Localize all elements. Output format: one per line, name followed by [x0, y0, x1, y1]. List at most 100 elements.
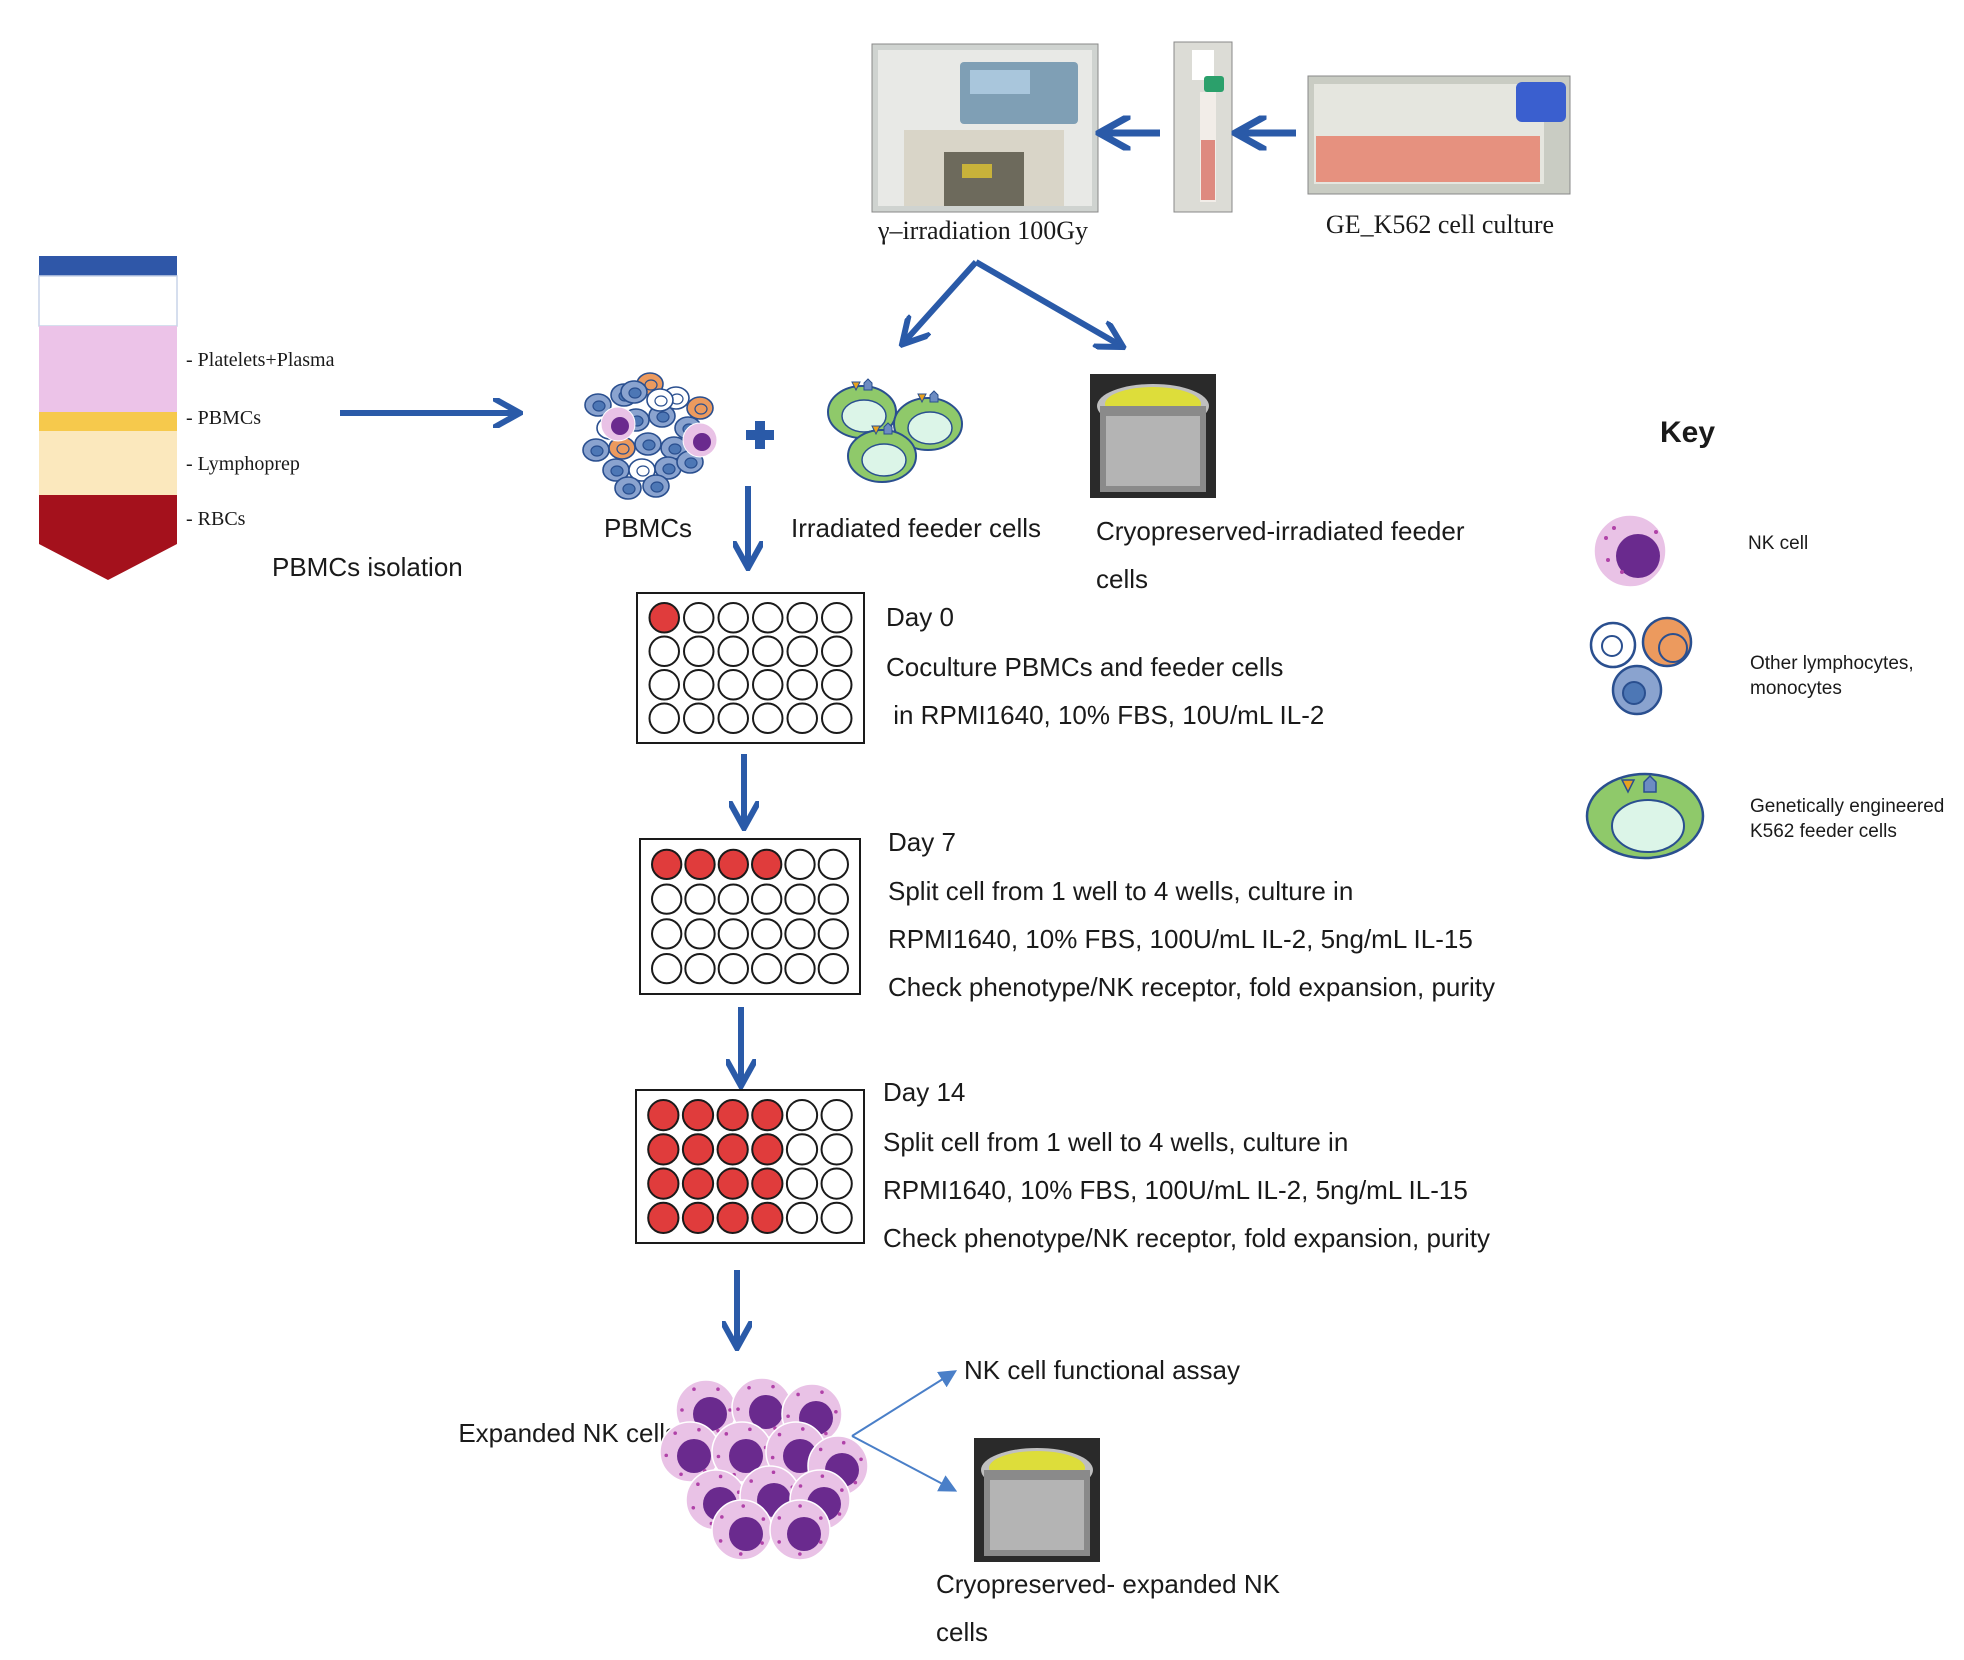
- well-filled: [684, 848, 716, 881]
- well-empty: [684, 918, 716, 950]
- well-filled: [681, 1099, 715, 1132]
- well-empty: [684, 883, 716, 915]
- well-empty: [821, 669, 853, 701]
- well-empty: [648, 669, 680, 701]
- well-filled: [647, 1133, 680, 1166]
- key-nk-cell-icon: [1593, 514, 1667, 588]
- cryo-expanded-label-line1: Cryopreserved- expanded NK: [936, 1569, 1281, 1599]
- well-empty: [820, 1167, 853, 1200]
- step-day14-line2: RPMI1640, 10% FBS, 100U/mL IL-2, 5ng/mL …: [883, 1175, 1468, 1205]
- well-filled: [681, 1201, 715, 1234]
- well-empty: [817, 883, 849, 915]
- well-filled: [681, 1167, 715, 1200]
- well-empty: [785, 1167, 819, 1200]
- well-empty: [684, 952, 716, 985]
- cryo-feeder-photo: [1090, 374, 1216, 498]
- arrow-to-feeder-cells: [906, 259, 979, 340]
- irradiation-label: γ–irradiation 100Gy: [877, 216, 1088, 245]
- well-empty: [683, 602, 715, 634]
- well-empty: [821, 635, 853, 667]
- well-empty: [717, 602, 749, 634]
- plus-icon: [746, 421, 774, 449]
- well-empty: [717, 883, 749, 915]
- well-empty: [785, 1133, 819, 1166]
- well-empty: [752, 635, 784, 667]
- well-empty: [817, 848, 849, 881]
- well-empty: [821, 702, 853, 734]
- well-empty: [817, 952, 849, 985]
- well-empty: [784, 918, 816, 950]
- step-day14-line3: Check phenotype/NK receptor, fold expans…: [883, 1223, 1490, 1253]
- well-empty: [784, 883, 816, 915]
- well-empty: [784, 848, 816, 881]
- well-filled: [647, 1201, 680, 1234]
- well-empty: [683, 635, 715, 667]
- feeder-cells-label: Irradiated feeder cells: [791, 513, 1041, 543]
- well-empty: [717, 952, 749, 985]
- well-filled: [716, 1099, 749, 1132]
- step-day7-title: Day 7: [888, 827, 956, 857]
- culture-flask-photo: [1307, 75, 1571, 195]
- well-empty: [751, 952, 783, 985]
- well-filled: [681, 1133, 715, 1166]
- well-empty: [821, 602, 853, 634]
- key-other-lymphocytes-label-2: monocytes: [1750, 678, 1842, 699]
- cryo-feeder-label-line1: Cryopreserved-irradiated feeder: [1096, 516, 1465, 546]
- density-gradient-tube: [38, 256, 178, 580]
- well-empty: [651, 952, 683, 985]
- key-title: Key: [1660, 416, 1715, 449]
- step-day7-line2: RPMI1640, 10% FBS, 100U/mL IL-2, 5ng/mL …: [888, 924, 1473, 954]
- well-plate-day-0: [636, 592, 865, 744]
- step-day14-line1: Split cell from 1 well to 4 wells, cultu…: [883, 1127, 1348, 1157]
- pbmc-cluster-illustration: [582, 372, 718, 500]
- well-empty: [717, 702, 749, 734]
- step-day0-title: Day 0: [886, 602, 954, 632]
- well-empty: [784, 952, 816, 985]
- well-empty: [820, 1133, 853, 1166]
- well-filled: [717, 848, 749, 881]
- well-empty: [752, 602, 784, 634]
- well-plate-day-14: [635, 1089, 865, 1244]
- well-empty: [751, 918, 783, 950]
- well-empty: [820, 1099, 853, 1132]
- well-empty: [648, 702, 680, 734]
- feeder-cells-illustration: [827, 378, 963, 483]
- well-filled: [751, 1099, 784, 1132]
- well-empty: [648, 635, 680, 667]
- arrow-to-cryo-expanded: [851, 1435, 958, 1492]
- tube-photo: [1173, 41, 1233, 213]
- well-filled: [651, 848, 683, 881]
- well-filled: [716, 1201, 749, 1234]
- well-filled: [751, 1133, 784, 1166]
- well-filled: [751, 1201, 784, 1234]
- key-feeder-cell-label-1: Genetically engineered: [1750, 796, 1944, 817]
- culture-label: GE_K562 cell culture: [1326, 210, 1554, 239]
- irradiator-photo: [871, 43, 1099, 213]
- key-nk-cell-label: NK cell: [1748, 533, 1808, 554]
- well-empty: [786, 635, 818, 667]
- well-empty: [817, 918, 849, 950]
- layer-label-rbcs: - RBCs: [186, 508, 246, 530]
- step-day7-line1: Split cell from 1 well to 4 wells, cultu…: [888, 876, 1353, 906]
- step-day0-line1: Coculture PBMCs and feeder cells: [886, 652, 1283, 682]
- well-empty: [751, 883, 783, 915]
- key-feeder-cell-label-2: K562 feeder cells: [1750, 821, 1897, 842]
- well-filled: [647, 1167, 680, 1200]
- pbmcs-label: PBMCs: [604, 513, 692, 543]
- well-filled: [751, 848, 783, 881]
- well-empty: [752, 702, 784, 734]
- well-empty: [651, 883, 683, 915]
- layer-label-pbmcs: - PBMCs: [186, 407, 261, 429]
- well-filled: [751, 1167, 784, 1200]
- well-empty: [786, 602, 818, 634]
- well-empty: [717, 635, 749, 667]
- well-empty: [683, 702, 715, 734]
- well-empty: [820, 1201, 853, 1234]
- layer-label-lymphoprep: - Lymphoprep: [186, 453, 300, 475]
- layer-label-plasma: - Platelets+Plasma: [186, 349, 335, 371]
- well-empty: [786, 702, 818, 734]
- arrow-to-functional-assay: [851, 1370, 958, 1437]
- well-filled: [648, 602, 680, 634]
- cryo-expanded-label-line2: cells: [936, 1617, 988, 1647]
